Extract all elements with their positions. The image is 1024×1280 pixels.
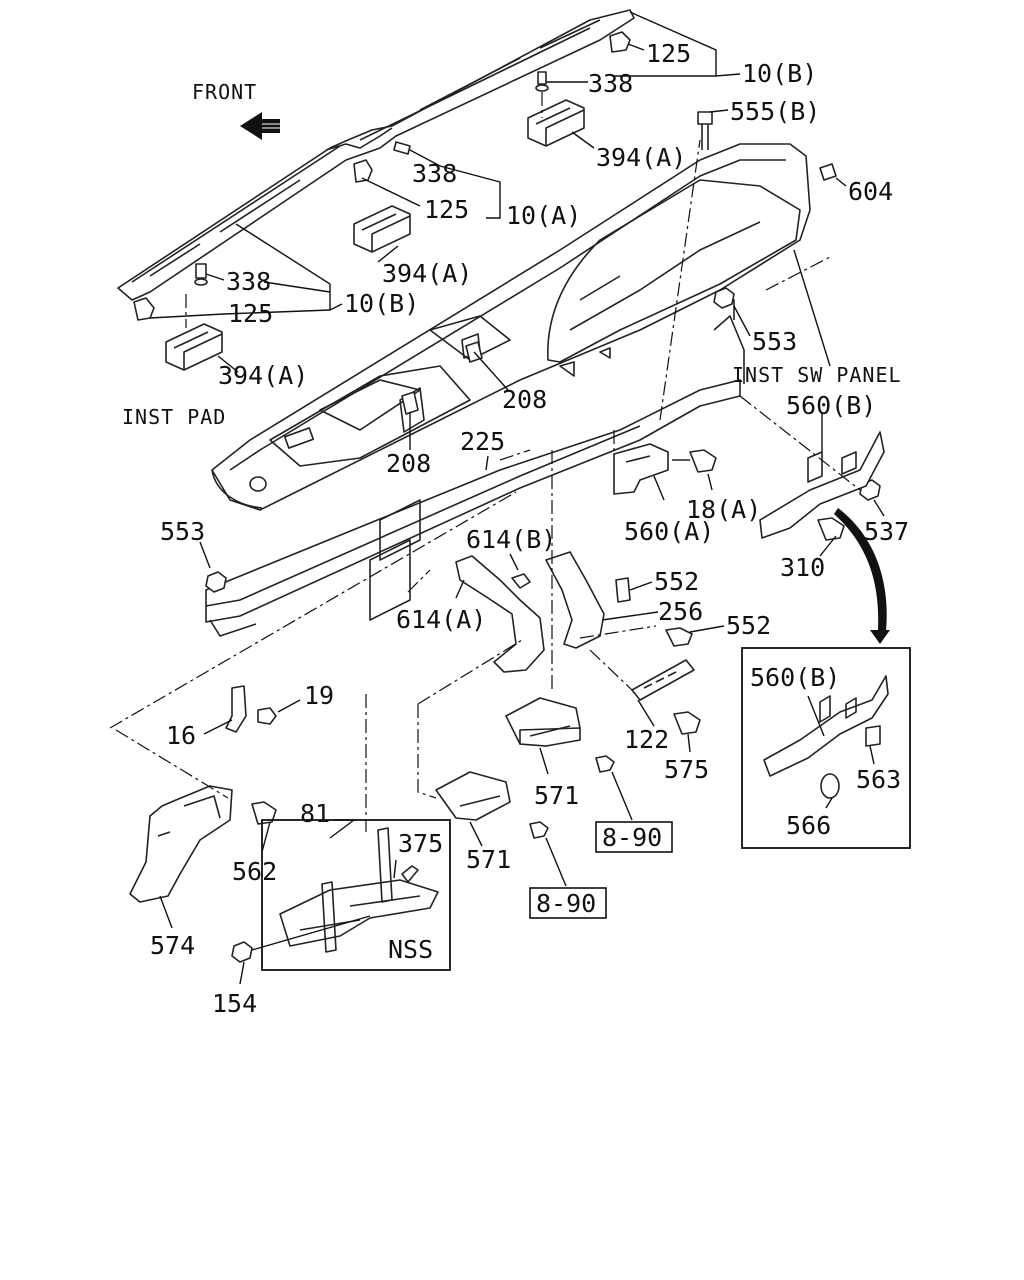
retainer-clip-part [133, 31, 631, 321]
callout-338: 338 [412, 159, 457, 188]
callout-552: 552 [654, 567, 699, 596]
callout-19: 19 [304, 681, 334, 710]
instrument-pad-part [211, 143, 811, 511]
detail-arrow-icon [834, 508, 887, 632]
callout-18a: 18(A) [686, 495, 761, 524]
callout-125: 125 [424, 195, 469, 224]
callout-614b: 614(B) [466, 525, 556, 554]
callout-208: 208 [502, 385, 547, 414]
center-bracket-part [455, 551, 605, 673]
callout-256: 256 [658, 597, 703, 626]
nut-part [231, 941, 253, 963]
callout-310: 310 [780, 553, 825, 582]
callout-125: 125 [228, 299, 273, 328]
callout-208: 208 [386, 449, 431, 478]
cap-566-part [820, 773, 840, 799]
clip-563-part [865, 725, 881, 747]
defroster-grille-part [117, 9, 635, 301]
screw-part [697, 111, 713, 150]
callout-122: 122 [624, 725, 669, 754]
screw-part [257, 707, 277, 725]
bolt-part [251, 801, 277, 825]
nss-inset-frame [261, 819, 451, 971]
callout-575: 575 [664, 755, 709, 784]
detail-arrowhead-icon [870, 630, 890, 644]
callout-537: 537 [864, 517, 909, 546]
assembly-lines [109, 92, 861, 832]
reference-label: 8-90 [602, 823, 662, 852]
callout-560b: 560(B) [786, 391, 876, 420]
screw-part [819, 163, 837, 181]
callout-10b: 10(B) [344, 289, 419, 318]
callout-560b: 560(B) [750, 663, 840, 692]
callout-571: 571 [534, 781, 579, 810]
callout-571: 571 [466, 845, 511, 874]
front-arrow-icon [240, 112, 280, 140]
reference-box[interactable]: 8-90 [529, 887, 607, 919]
callout-125: 125 [646, 39, 691, 68]
callout-375: 375 [398, 829, 443, 858]
callout-566: 566 [786, 811, 831, 840]
callout-338: 338 [588, 69, 633, 98]
bolt-part [817, 517, 845, 541]
bolt-part [615, 577, 693, 647]
callout-labels: 125 10(B) 338 555(B) 394(A) 604 338 125 … [122, 39, 909, 1018]
nss-label: NSS [388, 935, 433, 964]
callout-562: 562 [232, 857, 277, 886]
bolt-part [673, 711, 701, 735]
callout-614a: 614(A) [396, 605, 486, 634]
bracket-560b-part [759, 431, 885, 539]
callout-560a: 560(A) [624, 517, 714, 546]
callout-553: 553 [160, 517, 205, 546]
small-bracket-part [225, 685, 247, 733]
leader-lines [149, 11, 885, 985]
switch-panel-part [631, 659, 695, 701]
callout-553: 553 [752, 327, 797, 356]
reference-box[interactable]: 8-90 [595, 821, 673, 853]
reference-label: 8-90 [536, 889, 596, 918]
callout-338: 338 [226, 267, 271, 296]
bolt-part [672, 449, 717, 473]
callout-552: 552 [726, 611, 771, 640]
callout-16: 16 [166, 721, 196, 750]
callout-563: 563 [856, 765, 901, 794]
callout-10a: 10(A) [506, 201, 581, 230]
callout-604: 604 [848, 177, 893, 206]
callout-10b: 10(B) [742, 59, 817, 88]
nss-bracket-part [279, 827, 439, 953]
callout-81: 81 [300, 799, 330, 828]
screw-part [529, 755, 615, 839]
callout-394a: 394(A) [596, 143, 686, 172]
front-direction-label: FRONT [192, 80, 257, 104]
storage-pocket-part [435, 697, 581, 821]
callout-394a: 394(A) [382, 259, 472, 288]
screw-part [194, 71, 549, 286]
side-bracket-part [129, 785, 233, 903]
bracket-560a-part [613, 443, 669, 495]
cross-beam-part [205, 293, 745, 637]
detail-inset-frame [741, 647, 911, 849]
callout-154: 154 [212, 989, 257, 1018]
inst-sw-panel-label: INST SW PANEL [732, 363, 902, 387]
callout-225: 225 [460, 427, 505, 456]
callout-555b: 555(B) [730, 97, 820, 126]
callout-394a: 394(A) [218, 361, 308, 390]
inst-pad-label: INST PAD [122, 405, 226, 429]
callout-574: 574 [150, 931, 195, 960]
inset-bracket-part [763, 675, 889, 777]
